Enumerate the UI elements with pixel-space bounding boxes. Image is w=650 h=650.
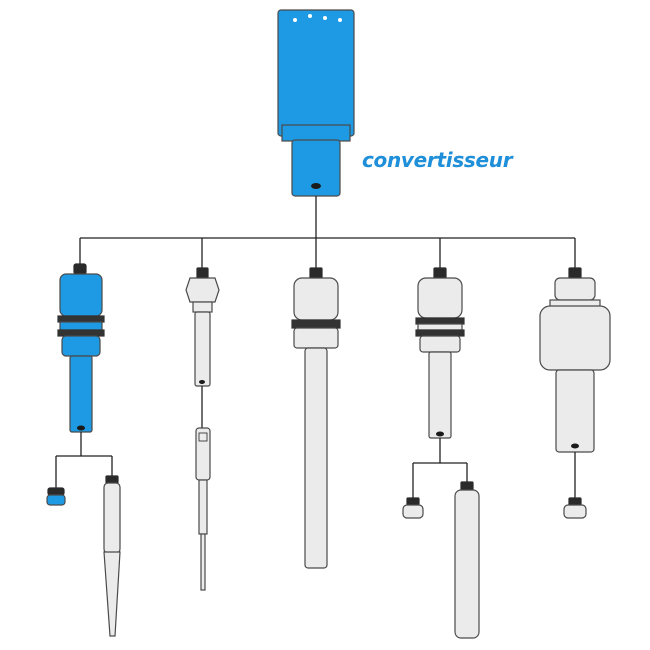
probe-3-long-probe	[291, 267, 341, 569]
probe-4-probe-with-extension	[402, 267, 480, 639]
probe-1-booster-with-tapered-tip	[46, 263, 121, 637]
probe-2-thin-probe-with-micro-tip	[185, 267, 220, 591]
connector-lines	[79, 196, 576, 268]
converter-label: convertisseur	[362, 148, 513, 172]
probe-5-wide-probe-with-cap	[539, 267, 611, 519]
converter	[277, 9, 355, 197]
